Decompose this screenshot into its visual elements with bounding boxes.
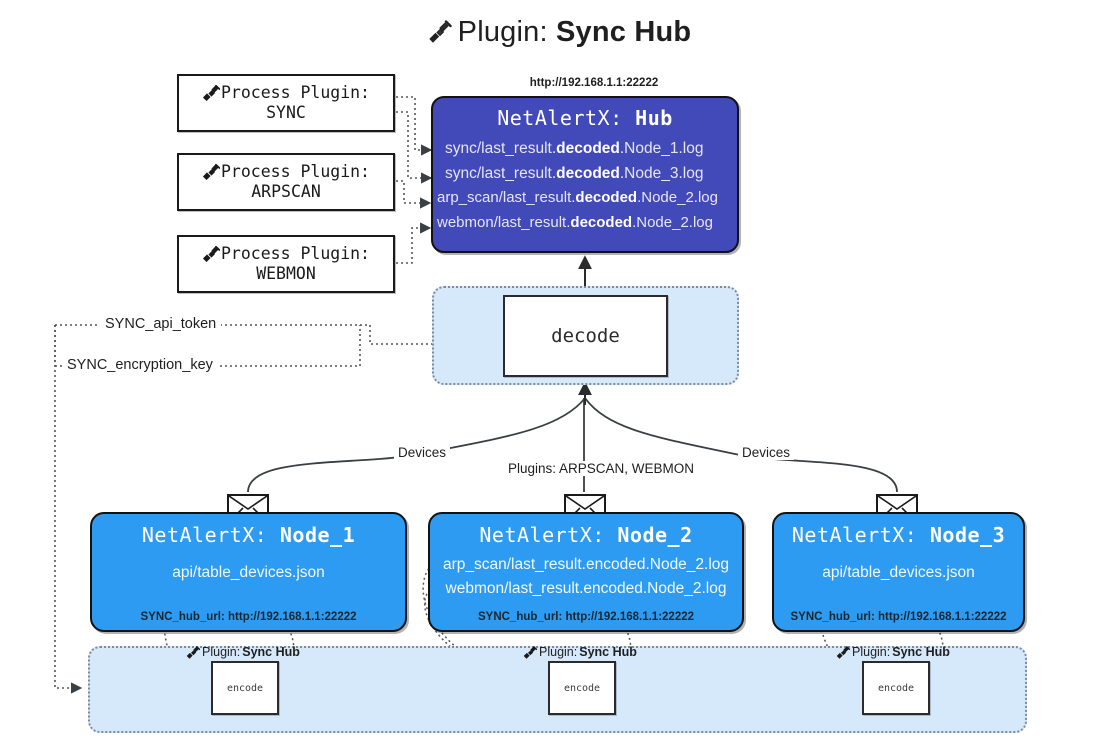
hub-node-box[interactable]: NetAlertX: Hub sync/last_result.decoded.…: [431, 96, 739, 253]
process-plugin-line1: Process Plugin:: [220, 243, 370, 263]
page-title: Plugin: Sync Hub: [0, 16, 1117, 52]
node-footer: SYNC_hub_url: http://192.168.1.1:22222: [477, 611, 695, 623]
bottom-plugin-label-3: Plugin: Sync Hub: [836, 645, 950, 659]
encode-box-2[interactable]: encode: [548, 661, 616, 715]
node-box-node-3[interactable]: NetAlertX: Node_3 api/table_devices.json…: [772, 512, 1025, 632]
hub-log-line: sync/last_result.decoded.Node_3.log: [445, 165, 704, 183]
node-box-node-1[interactable]: NetAlertX: Node_1 api/table_devices.json…: [90, 512, 407, 632]
hub-title-prefix: NetAlertX:: [497, 106, 623, 130]
hub-log-line: sync/last_result.decoded.Node_1.log: [445, 140, 704, 157]
node-title: NetAlertX: Node_2: [479, 523, 693, 547]
hub-log-line: webmon/last_result.decoded.Node_2.log: [437, 213, 713, 231]
node-title: NetAlertX: Node_1: [141, 523, 356, 547]
node-line: api/table_devices.json: [172, 564, 325, 581]
process-plugin-line1: Process Plugin:: [220, 161, 370, 181]
process-plugin-line2: SYNC: [266, 103, 306, 122]
encode-box-1[interactable]: encode: [211, 661, 279, 715]
bottom-plugin-label-1: Plugin: Sync Hub: [186, 645, 300, 659]
process-plugin-box-arpscan[interactable]: Process Plugin: ARPSCAN: [177, 153, 395, 211]
hub-url-label: http://192.168.1.1:22222: [529, 77, 659, 89]
hub-title: NetAlertX: Hub: [433, 106, 737, 130]
edge-label-devices-left: Devices: [394, 445, 451, 460]
decode-box[interactable]: decode: [503, 295, 668, 377]
node-footer: SYNC_hub_url: http://192.168.1.1:22222: [790, 611, 1007, 623]
plug-icon: [523, 646, 538, 659]
title-name: Sync Hub: [556, 16, 692, 48]
node-box-node-2[interactable]: NetAlertX: Node_2 arp_scan/last_result.e…: [428, 512, 744, 632]
node-footer: SYNC_hub_url: http://192.168.1.1:22222: [140, 611, 357, 623]
sync-api-token-label: SYNC_api_token: [100, 316, 222, 332]
node-title: NetAlertX: Node_3: [791, 523, 1006, 547]
encode-box-3[interactable]: encode: [862, 661, 930, 715]
node-line: arp_scan/last_result.encoded.Node_2.log: [442, 556, 730, 573]
sync-encryption-key-label: SYNC_encryption_key: [62, 357, 218, 373]
plug-icon: [186, 646, 201, 659]
node-line: webmon/last_result.encoded.Node_2.log: [445, 580, 727, 598]
title-prefix: Plugin:: [457, 16, 548, 48]
process-plugin-box-sync[interactable]: Process Plugin: SYNC: [177, 74, 395, 132]
plug-icon: [426, 19, 452, 52]
plug-icon: [202, 85, 221, 102]
plug-icon: [202, 246, 221, 263]
edge-label-devices-right: Devices: [738, 445, 795, 460]
hub-log-line: arp_scan/last_result.decoded.Node_2.log: [437, 189, 718, 207]
node-line: api/table_devices.json: [822, 564, 975, 581]
process-plugin-line2: ARPSCAN: [251, 182, 321, 201]
bottom-plugin-label-2: Plugin: Sync Hub: [523, 645, 637, 659]
edge-label-plugins-center: Plugins: ARPSCAN, WEBMON: [504, 461, 699, 476]
plug-icon: [836, 646, 851, 659]
process-plugin-line1: Process Plugin:: [220, 82, 370, 102]
process-plugin-box-webmon[interactable]: Process Plugin: WEBMON: [177, 235, 395, 293]
plug-icon: [202, 164, 221, 181]
process-plugin-line2: WEBMON: [256, 264, 316, 283]
hub-title-name: Hub: [635, 106, 673, 130]
